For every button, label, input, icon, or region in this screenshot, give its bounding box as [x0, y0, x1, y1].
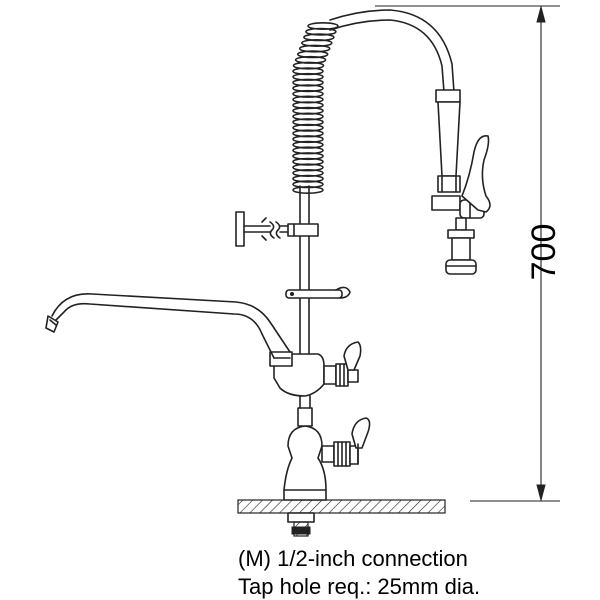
- riser-pipe: [299, 395, 311, 409]
- coil-spring: [292, 21, 339, 195]
- upper-handle-icon: [343, 341, 362, 371]
- counter-top: [237, 499, 446, 514]
- lower-valve-body: [283, 407, 371, 501]
- arrow-bottom-icon: [536, 484, 546, 502]
- dimension-line: 700: [375, 5, 563, 502]
- arrow-top-icon: [536, 5, 546, 23]
- pre-rinse-column: [235, 185, 351, 355]
- swing-spout: [45, 293, 291, 359]
- connection-caption: (M) 1/2-inch connection: [238, 548, 468, 570]
- squeeze-lever-icon: [461, 135, 491, 213]
- spray-valve: [431, 89, 491, 275]
- wall-bracket-plate: [235, 211, 245, 247]
- dimension-label: 700: [525, 224, 563, 281]
- base-connection: [287, 512, 315, 537]
- spring-coil: [292, 186, 324, 195]
- caption-suffix: -inch connection: [307, 546, 468, 571]
- caption-prefix: (M): [238, 546, 278, 571]
- caption-fraction: 1/2: [277, 546, 308, 571]
- lower-handle-icon: [351, 417, 371, 449]
- spout-aerator-icon: [45, 315, 59, 333]
- upper-mixer-body: [269, 341, 362, 397]
- tap-hole-caption: Tap hole req.: 25mm dia.: [238, 574, 481, 599]
- flexible-hose: [329, 9, 455, 93]
